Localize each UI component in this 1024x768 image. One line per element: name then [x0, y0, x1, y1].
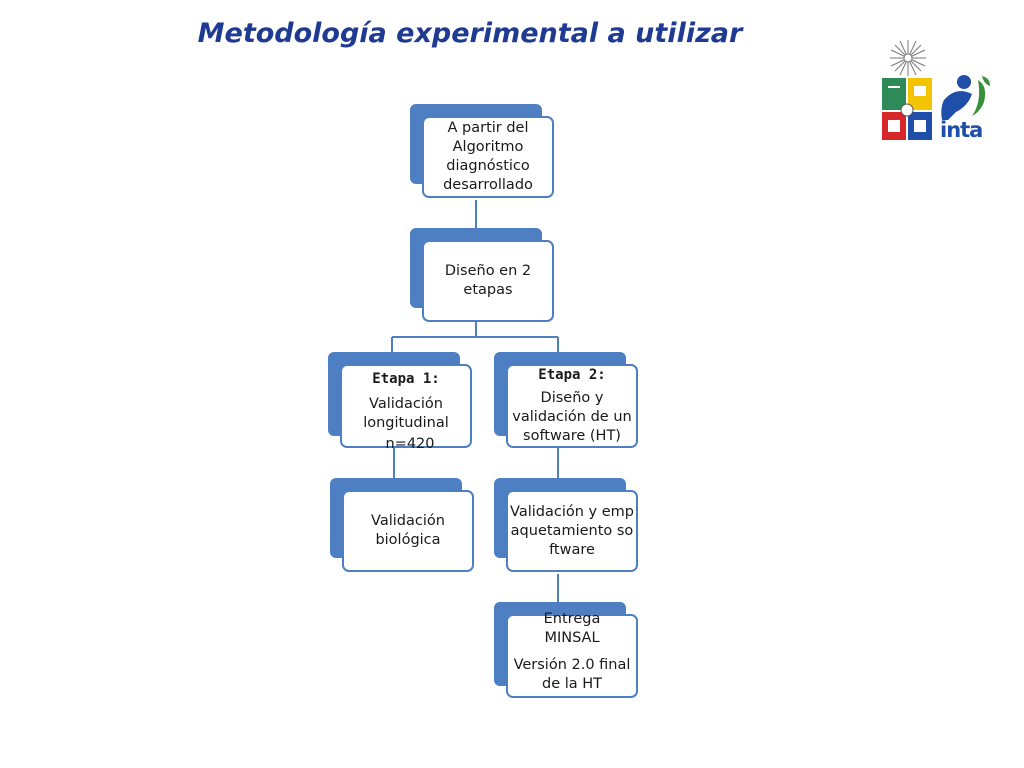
node-stage1-label: Etapa 1:: [372, 371, 440, 387]
node-root-text: A partir del Algoritmo diagnóstico desar…: [443, 120, 533, 193]
node-delivery-line3: Versión 2.0 final de la HT: [513, 657, 631, 692]
crest-icon: [882, 40, 932, 140]
inta-figure-icon: [941, 75, 990, 120]
inta-logo-text: inta: [940, 118, 983, 142]
university-crest-logo: [880, 36, 936, 148]
node-stage2-label: Etapa 2:: [538, 367, 606, 383]
node-bio-text: Validación biológica: [371, 513, 445, 548]
node-delivery-line1: Entrega: [543, 611, 601, 627]
node-stage1-sample: n=420: [385, 436, 435, 452]
page-title: Metodología experimental a utilizar: [197, 18, 743, 49]
node-packaging-text: Validación y empaquetamiento software: [510, 503, 634, 558]
node-stage1-text: Validación longitudinal: [363, 396, 449, 431]
inta-logo: inta: [938, 72, 994, 144]
node-delivery-line2: MINSAL: [544, 630, 600, 646]
node-stage2-text: Diseño y validación de un software (HT): [512, 390, 632, 444]
node-design-text: Diseño en 2 etapas: [444, 263, 532, 298]
